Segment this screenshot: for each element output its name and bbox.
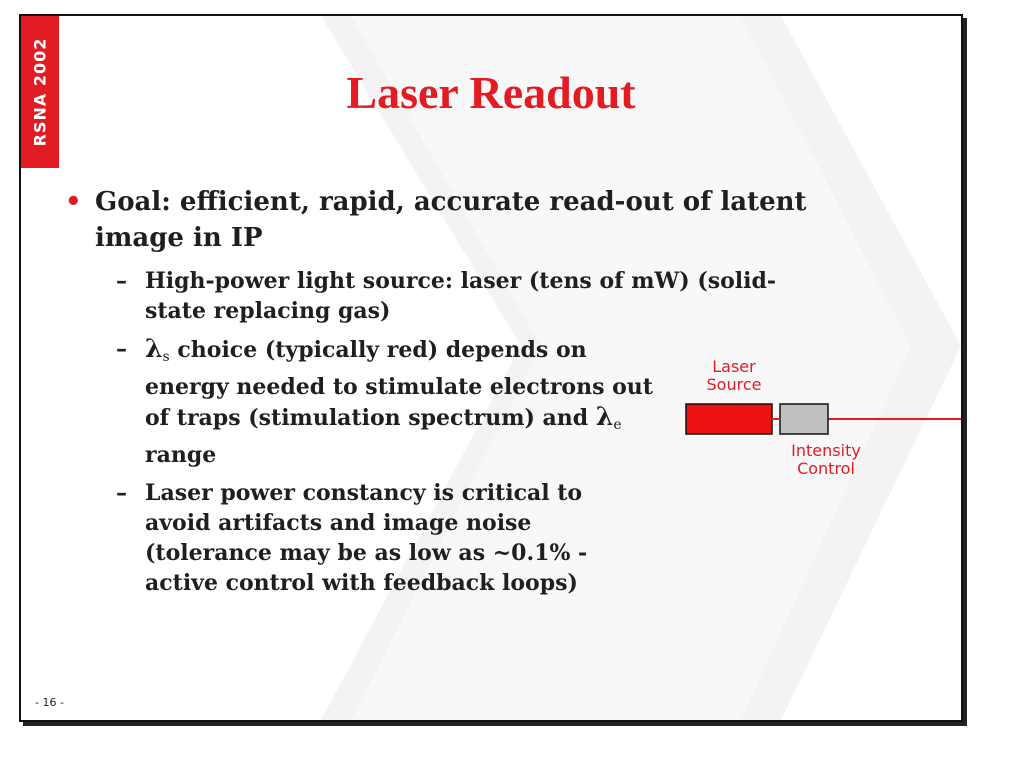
lambda-symbol: λ [145,334,163,363]
sub-item-text-a: choice (typically red) depends on energy… [145,337,653,431]
sub-item-dash: – [116,480,127,506]
laser-diagram-graphic [685,403,961,435]
sub-item-text: High-power light source: laser (tens of … [145,268,777,324]
laser-source-label: Laser Source [706,357,762,394]
intensity-control-label: Intensity Control [791,441,861,478]
slide-title: Laser Readout [346,67,636,118]
sub-item-power-constancy: – Laser power constancy is critical to a… [65,478,825,598]
sub-item-text: Laser power constancy is critical to avo… [145,480,588,596]
lambda-subscript-e: e [613,417,622,433]
sub-item-light-source: – High-power light source: laser (tens o… [65,266,825,326]
bullet-marker: • [65,187,82,217]
lambda-subscript-s: s [162,349,170,365]
main-bullet-text: Goal: efficient, rapid, accurate read-ou… [95,187,807,253]
org-tab: RSNA 2002 [21,16,59,168]
chevron-watermark-icon [321,16,961,720]
sub-item-dash: – [116,336,127,362]
main-bullet: • Goal: efficient, rapid, accurate read-… [65,184,825,256]
slide-body: • Goal: efficient, rapid, accurate read-… [65,184,825,598]
lambda-symbol: λ [595,402,614,431]
intensity-control-block [779,403,829,435]
sub-item-wavelength: – λs choice (typically red) depends on e… [65,334,825,470]
page-number: - 16 - [35,696,64,709]
sub-item-dash: – [116,268,127,294]
sub-item-text-b: range [145,442,217,468]
slide: RSNA 2002 Laser Readout • Goal: efficien… [19,14,963,722]
laser-source-block [685,403,773,435]
laser-diagram: Laser Source Intensity Control [676,356,961,506]
